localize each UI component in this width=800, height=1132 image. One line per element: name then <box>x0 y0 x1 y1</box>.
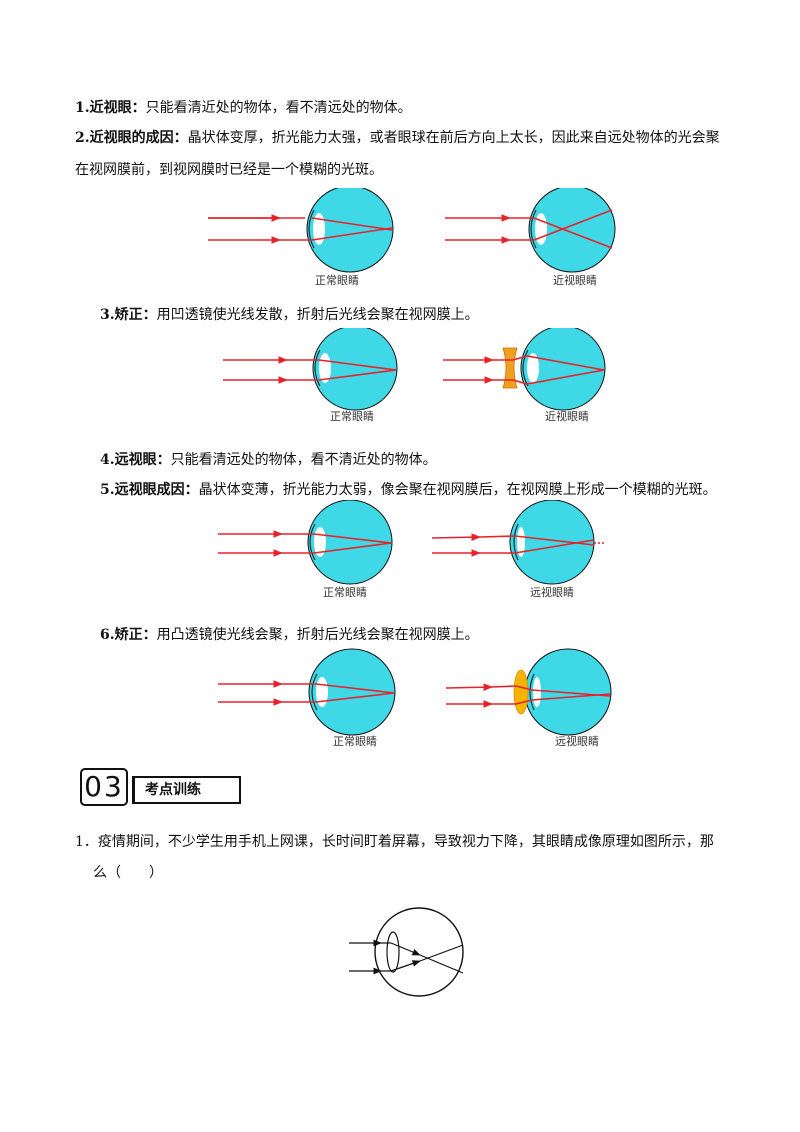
eye-normal-4 <box>218 648 396 736</box>
text-hyperopia-cause-body: 晶状体变薄，折光能力太弱，像会聚在视网膜后，在视网膜上形成一个模糊的光斑。 <box>198 482 717 498</box>
text-hyperopia: 只能看清远处的物体，看不清近处的物体。 <box>170 452 437 468</box>
text-myopia-correction: 3.矫正：用凹透镜使光线发散，折射后光线会聚在视网膜上。 <box>100 305 479 325</box>
figure-hyperopia-correction <box>218 648 612 736</box>
text-myopia-cause-a: 晶状体变厚，折光能力太强，或者眼球在前后方向上太长，因此来自远处物体的光会聚 <box>187 130 720 146</box>
label-myopia: 1.近视眼： <box>75 100 146 116</box>
text-myopia: 只能看清近处的物体，看不清远处的物体。 <box>145 100 412 116</box>
caption-normal-eye-4: 正常眼睛 <box>333 735 377 748</box>
question-1-text-a: 1．疫情期间，不少学生用手机上网课，长时间盯着屏幕，导致视力下降，其眼睛成像原理… <box>75 834 714 850</box>
caption-hyperopic-eye-4: 远视眼睛 <box>555 735 599 748</box>
figure-question-eye <box>349 907 464 997</box>
text-myopia-definition: 1.近视眼：只能看清近处的物体，看不清远处的物体。 <box>75 98 412 118</box>
section-heading-training: 03 考点训练 <box>80 768 241 806</box>
figure-myopia-cause <box>208 188 616 273</box>
caption-hyperopic-eye-3: 远视眼睛 <box>530 586 574 599</box>
caption-myopic-eye-1: 近视眼睛 <box>553 274 597 287</box>
caption-normal-eye-1: 正常眼睛 <box>315 274 359 287</box>
text-myopia-cause-b: 在视网膜前，到视网膜时已经是一个模糊的光斑。 <box>75 162 383 178</box>
eye-normal-1 <box>208 188 394 273</box>
eye-hyperopic-4 <box>445 648 612 736</box>
eye-normal-2 <box>223 328 398 411</box>
text-myopia-cause: 2.近视眼的成因：晶状体变厚，折光能力太强，或者眼球在前后方向上太长，因此来自远… <box>75 128 720 148</box>
text-hyperopia-cause: 5.远视眼成因：晶状体变薄，折光能力太弱，像会聚在视网膜后，在视网膜上形成一个模… <box>100 480 717 500</box>
section-title: 考点训练 <box>132 776 241 804</box>
text-hyperopia-correction: 6.矫正：用凸透镜使光线会聚，折射后光线会聚在视网膜上。 <box>100 625 479 645</box>
label-correction-6: 6.矫正： <box>100 627 157 643</box>
text-hyperopia-definition: 4.远视眼：只能看清远处的物体，看不清近处的物体。 <box>100 450 437 470</box>
caption-myopic-eye-2: 近视眼睛 <box>545 410 589 423</box>
section-number: 03 <box>80 768 128 806</box>
figure-myopia-correction <box>223 328 606 411</box>
label-hyperopia-cause: 5.远视眼成因： <box>100 482 199 498</box>
concave-lens-icon <box>502 347 518 389</box>
eye-hyperopic-3 <box>431 500 604 585</box>
text-correction-3: 用凹透镜使光线发散，折射后光线会聚在视网膜上。 <box>156 307 479 323</box>
eye-normal-3 <box>218 500 393 585</box>
label-hyperopia: 4.远视眼： <box>100 452 171 468</box>
label-myopia-cause: 2.近视眼的成因： <box>75 130 188 146</box>
eye-myopic-1 <box>445 188 616 273</box>
question-1-text-b: 么（ ） <box>93 865 163 881</box>
figure-hyperopia-cause <box>218 500 604 585</box>
eye-myopic-2 <box>443 328 606 411</box>
text-correction-6: 用凸透镜使光线会聚，折射后光线会聚在视网膜上。 <box>156 627 479 643</box>
caption-normal-eye-2: 正常眼睛 <box>330 410 374 423</box>
convex-lens-icon <box>513 669 529 715</box>
caption-normal-eye-3: 正常眼睛 <box>323 586 367 599</box>
label-correction-3: 3.矫正： <box>100 307 157 323</box>
